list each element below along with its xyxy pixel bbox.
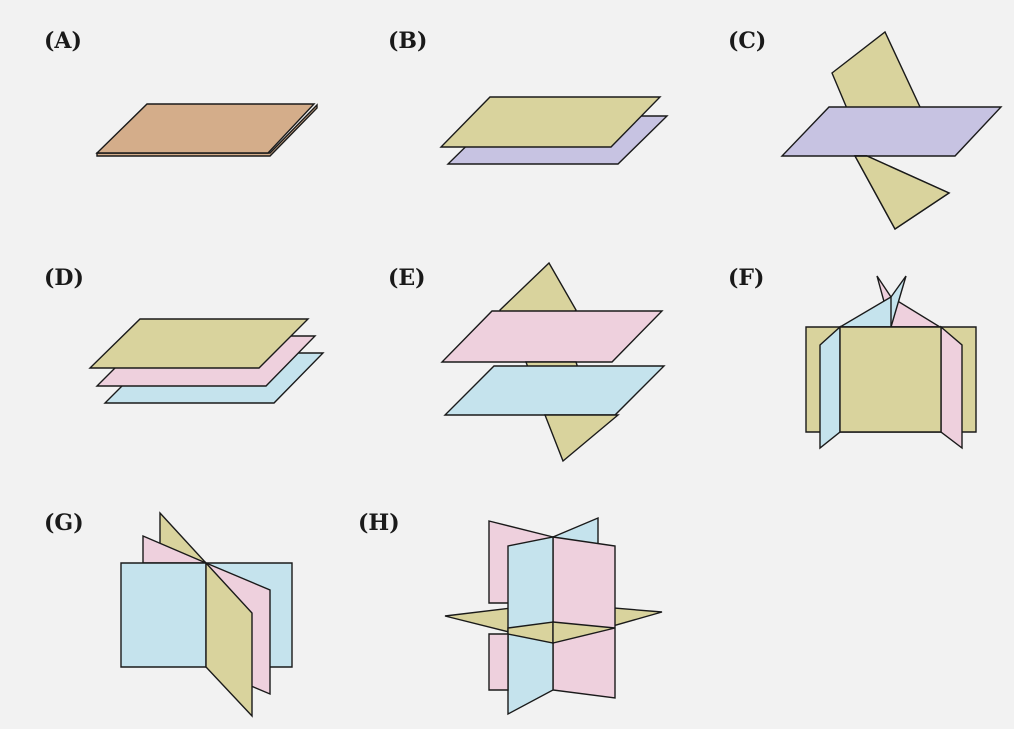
plane-a-edge xyxy=(96,103,318,157)
plane-f-olive-front xyxy=(839,326,942,433)
plane-e-blue xyxy=(443,365,666,416)
panel-label-a: (A) xyxy=(44,28,82,54)
plane-b-upper xyxy=(439,96,662,148)
panel-label-d: (D) xyxy=(44,265,84,291)
plane-g-olive-front xyxy=(205,561,253,718)
plane-h-pink-front xyxy=(552,536,616,699)
panel-g-three-planes-common-line xyxy=(120,511,293,718)
plane-f-blue-left xyxy=(819,325,841,450)
panel-label-b: (B) xyxy=(388,28,428,54)
panel-label-c: (C) xyxy=(728,28,767,54)
plane-c-olive-cap xyxy=(853,155,951,231)
plane-e-pink xyxy=(440,310,664,363)
panel-d-three-parallel-planes xyxy=(88,318,325,404)
plane-e-olive-bottom xyxy=(543,414,620,463)
plane-d-top xyxy=(88,318,310,369)
panel-label-g: (G) xyxy=(44,510,84,536)
panel-b-parallel-planes xyxy=(439,96,669,165)
panel-a-single-plane xyxy=(95,103,318,157)
plane-h-pink-back-lower xyxy=(488,633,509,691)
panel-e-transversal-plane xyxy=(440,261,666,463)
panel-label-f: (F) xyxy=(728,265,765,291)
panel-label-e: (E) xyxy=(388,265,426,291)
plane-f-pink-right xyxy=(940,325,963,450)
panel-c-intersecting-planes xyxy=(780,30,1003,231)
panel-h-perpendicular-planes xyxy=(444,516,663,716)
plane-c-lavender xyxy=(780,106,1003,157)
plane-h-olive-front-right xyxy=(552,621,616,644)
panel-label-h: (H) xyxy=(358,510,400,536)
panel-f-three-planes-common-line xyxy=(805,275,977,450)
plane-a xyxy=(95,103,316,154)
